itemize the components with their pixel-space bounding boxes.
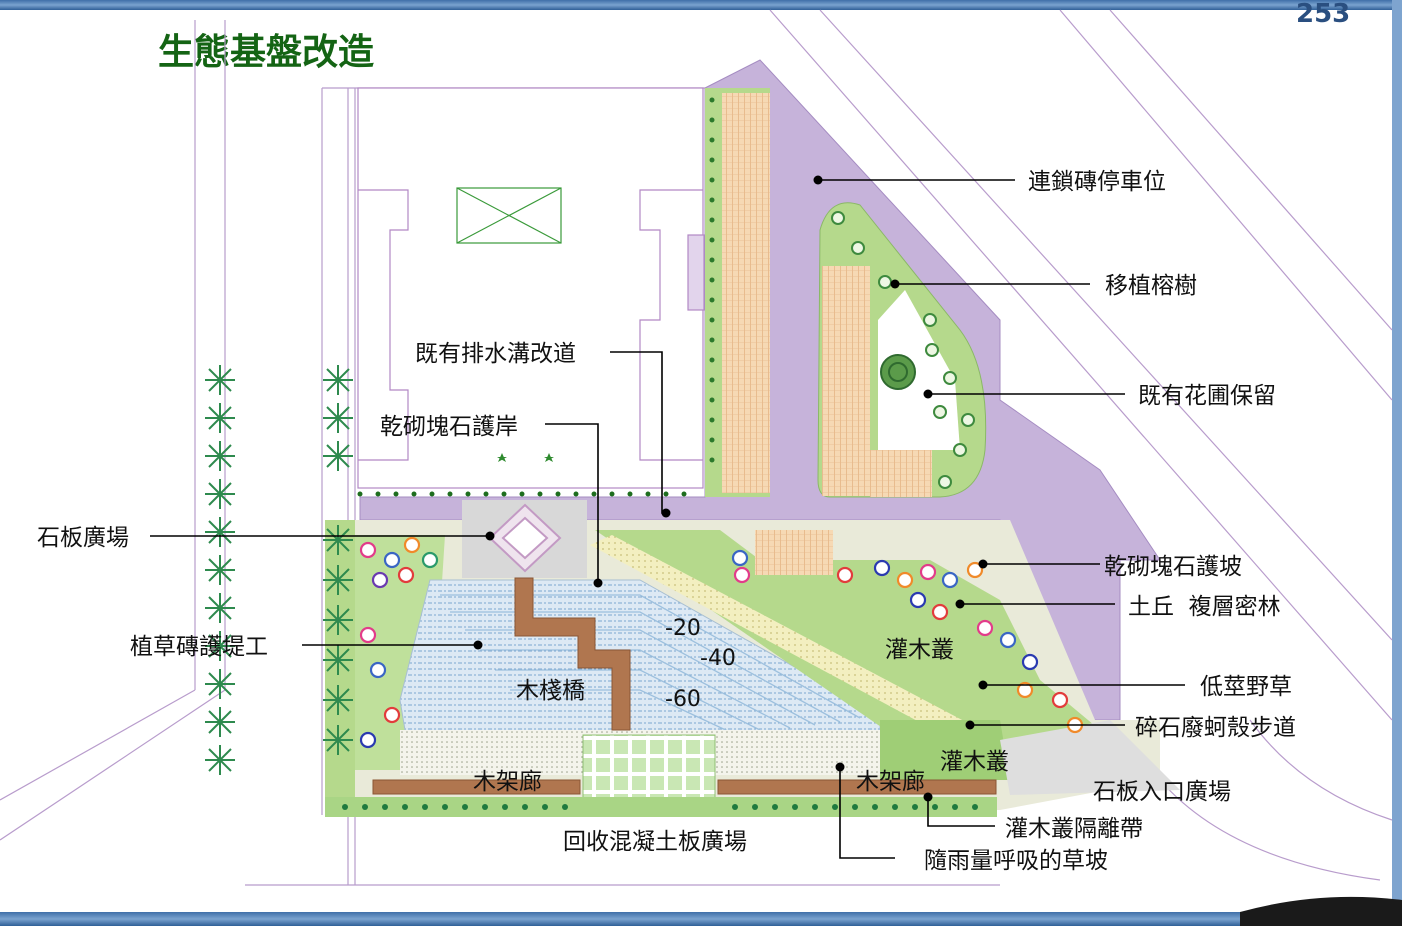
pond-contours [440, 594, 861, 733]
page-number: 253 [1296, 0, 1350, 29]
depth-40: -40 [700, 646, 736, 671]
island-parking-stalls-2 [870, 450, 932, 497]
mound-green [595, 530, 1100, 740]
label-shrub-belt: 灌木叢隔離帶 [1005, 816, 1143, 842]
flower-clusters [359, 536, 1084, 749]
label-banyan: 移植榕樹 [1105, 273, 1197, 299]
bottom-bar [0, 912, 1402, 926]
small-shrubs-courtyard [497, 453, 554, 462]
boardwalk [514, 577, 631, 731]
left-green-band [325, 520, 355, 810]
depth-20: -20 [665, 616, 701, 641]
label-pergola-1: 木架廊 [473, 769, 542, 795]
site-outline-lines [0, 9, 1393, 886]
label-recycled-plaza: 回收混凝土板廣場 [563, 829, 747, 855]
pergola-right [717, 779, 997, 795]
banyan-trees [831, 211, 975, 489]
label-drain: 既有排水溝改道 [415, 341, 576, 367]
parking-hedge-dots [709, 97, 715, 463]
label-parking: 連鎖磚停車位 [1028, 169, 1166, 195]
label-mound: 土丘 複層密林 [1128, 594, 1281, 620]
page-title: 生態基盤改造 [158, 31, 374, 73]
shrub-area [880, 720, 1010, 780]
shrub-belt [325, 797, 997, 817]
mound-parking-pad [755, 530, 833, 575]
label-dry-stone-bank: 乾砌塊石護岸 [380, 414, 518, 440]
flowerbed-center-tree [880, 354, 916, 390]
label-stone-plaza: 石板廣場 [37, 525, 129, 551]
label-grass-brick: 植草磚護堤工 [130, 634, 268, 660]
top-bar [0, 0, 1402, 10]
gravel-path [590, 535, 1000, 752]
leader-lines [150, 175, 1185, 859]
label-shrub-1: 灌木叢 [885, 637, 954, 663]
label-dry-stone-slope: 乾砌塊石護坡 [1104, 554, 1242, 580]
parking-stalls-column [722, 93, 770, 493]
label-pergola-2: 木架廊 [856, 769, 925, 795]
label-rain-slope: 隨雨量呼吸的草坡 [924, 848, 1108, 874]
corner-shadow [1240, 896, 1402, 926]
island-parking-stalls [822, 266, 870, 496]
label-gravel-path: 碎石廢蚵殼步道 [1135, 715, 1296, 741]
label-low-grass: 低莖野草 [1200, 674, 1292, 700]
hedge-row-top [357, 491, 687, 497]
label-shrub-2: 灌木叢 [940, 749, 1009, 775]
existing-building [357, 87, 705, 489]
label-flowerbed: 既有花圃保留 [1138, 383, 1276, 409]
pergola-left [372, 779, 581, 795]
palm-trees [205, 365, 353, 775]
stone-plaza-diamond [488, 503, 562, 573]
depth-60: -60 [665, 687, 701, 712]
right-edge-bar [1392, 0, 1402, 926]
stone-entrance-plaza [1000, 720, 1180, 795]
label-boardwalk: 木棧橋 [516, 678, 585, 704]
shrub-belt-stars [342, 804, 978, 810]
label-stone-entrance: 石板入口廣場 [1093, 779, 1231, 805]
